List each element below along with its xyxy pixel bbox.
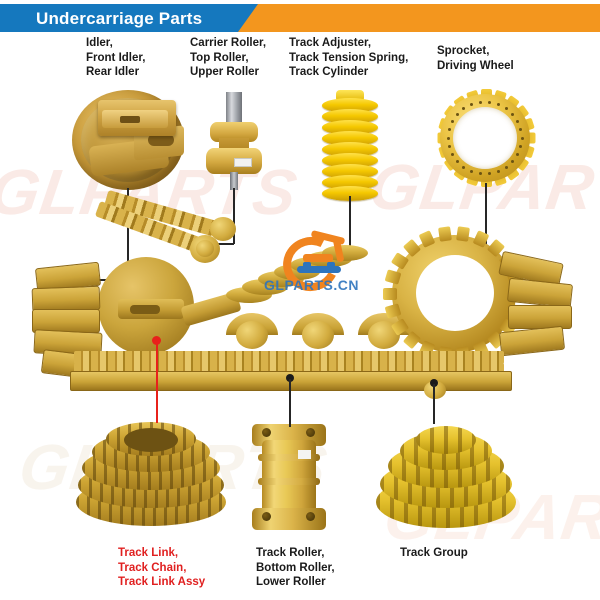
undercarriage-assembly bbox=[30, 189, 580, 399]
leader-dot-track-group bbox=[430, 379, 438, 387]
leader-line-track-adjuster bbox=[349, 196, 351, 254]
assembly-track-link-row bbox=[74, 363, 504, 373]
sprocket-bolt-hole bbox=[487, 100, 491, 104]
sprocket-bolt-hole bbox=[511, 112, 515, 116]
assembly-sprocket-bore bbox=[416, 255, 494, 331]
sprocket-bolt-hole bbox=[519, 127, 523, 131]
assembly-sprocket-tooth bbox=[456, 225, 471, 242]
track-roller-bolt-hole bbox=[306, 428, 315, 437]
sprocket-bolt-hole bbox=[520, 136, 524, 140]
sprocket-bolt-hole bbox=[479, 172, 483, 176]
logo-excavator-icon bbox=[276, 229, 357, 299]
sprocket-bolt-hole bbox=[487, 172, 491, 176]
sprocket-bolt-hole bbox=[462, 166, 466, 170]
assembly-tension-spring bbox=[226, 243, 386, 313]
leader-line-track-roller bbox=[289, 379, 291, 427]
carrier-roller-lower-shaft bbox=[230, 172, 238, 190]
track-chain-core bbox=[124, 428, 178, 452]
carrier-roller-tag bbox=[234, 158, 252, 167]
sprocket-bolt-hole bbox=[446, 136, 450, 140]
part-idler bbox=[72, 90, 184, 190]
carrier-roller-shaft bbox=[226, 92, 242, 126]
label-track-adjuster: Track Adjuster, Track Tension Spring, Tr… bbox=[289, 37, 409, 78]
idler-arm-bore bbox=[148, 134, 174, 146]
part-track-roller bbox=[252, 424, 326, 530]
leader-dot-track-roller bbox=[286, 374, 294, 382]
assembly-track-pad bbox=[506, 277, 574, 309]
idler-slot bbox=[120, 116, 140, 123]
sprocket-bolt-hole bbox=[511, 160, 515, 164]
sprocket-bolt-hole bbox=[447, 145, 451, 149]
part-track-tension-spring bbox=[322, 90, 378, 204]
assembly-track-pad bbox=[498, 325, 566, 357]
label-idler: Idler, Front Idler, Rear Idler bbox=[86, 37, 146, 78]
label-carrier-roller: Carrier Roller, Top Roller, Upper Roller bbox=[190, 37, 267, 78]
sprocket-bolt-hole bbox=[496, 170, 500, 174]
assembly-idler-slot bbox=[130, 305, 160, 314]
leader-line-carrier-roller bbox=[233, 188, 235, 244]
label-track-link: Track Link, Track Chain, Track Link Assy bbox=[118, 547, 206, 588]
assembly-spring-coil bbox=[322, 245, 368, 261]
header-banner: Undercarriage Parts bbox=[0, 4, 600, 32]
leader-line-track-link bbox=[156, 341, 158, 423]
sprocket-bolt-hole bbox=[447, 127, 451, 131]
part-track-chain-coil bbox=[76, 418, 226, 528]
sprocket-bolt-hole bbox=[496, 102, 500, 106]
carrier-roller-upper-flange bbox=[210, 122, 258, 142]
assembly-carrier-roller-hub bbox=[196, 240, 214, 257]
sprocket-bolt-hole bbox=[455, 160, 459, 164]
spring-coil bbox=[322, 186, 378, 201]
track-group-turn bbox=[416, 426, 476, 454]
sprocket-bolt-hole bbox=[516, 119, 520, 123]
logo-track-wheel bbox=[303, 262, 311, 270]
part-track-group-coil bbox=[376, 420, 516, 530]
label-track-group: Track Group bbox=[400, 547, 468, 559]
part-sprocket bbox=[437, 89, 536, 187]
sprocket-bolt-hole bbox=[516, 153, 520, 157]
leader-dot-track-link bbox=[152, 336, 161, 345]
logo-body bbox=[303, 254, 333, 262]
assembly-track-roller bbox=[236, 321, 268, 349]
sprocket-bolt-hole bbox=[450, 119, 454, 123]
sprocket-bolt-hole bbox=[470, 170, 474, 174]
leader-line-track-group bbox=[433, 384, 435, 424]
logo-track bbox=[297, 266, 341, 273]
track-roller-bolt-hole bbox=[262, 428, 271, 437]
banner-blue-stripe bbox=[0, 4, 258, 32]
assembly-carrier-roller bbox=[210, 217, 236, 241]
track-roller-rib bbox=[258, 478, 320, 485]
assembly-sprocket-tooth bbox=[383, 288, 397, 300]
part-carrier-roller bbox=[206, 92, 262, 192]
assembly-sprocket-tooth bbox=[384, 269, 401, 285]
track-roller-tag bbox=[298, 450, 311, 459]
label-track-roller: Track Roller, Bottom Roller, Lower Rolle… bbox=[256, 547, 335, 588]
page-title: Undercarriage Parts bbox=[36, 9, 203, 28]
sprocket-bolt-hole bbox=[455, 112, 459, 116]
assembly-track-pad bbox=[508, 305, 572, 329]
logo-track-wheel bbox=[327, 262, 335, 270]
sprocket-bore bbox=[453, 107, 517, 169]
track-roller-bolt-hole bbox=[262, 512, 271, 521]
leader-line-carrier-roller bbox=[211, 243, 234, 245]
label-sprocket: Sprocket, Driving Wheel bbox=[437, 45, 514, 72]
assembly-idler-small bbox=[424, 381, 446, 399]
track-roller-bolt-hole bbox=[306, 512, 315, 521]
sprocket-bolt-hole bbox=[519, 145, 523, 149]
sprocket-bolt-hole bbox=[462, 106, 466, 110]
track-roller-rib bbox=[258, 454, 320, 461]
assembly-sprocket-tooth bbox=[437, 225, 452, 242]
sprocket-bolt-hole bbox=[470, 102, 474, 106]
logo-text: GLPARTS.CN bbox=[264, 277, 359, 293]
sprocket-bolt-hole bbox=[450, 153, 454, 157]
assembly-track-link-row bbox=[74, 351, 504, 364]
sprocket-bolt-hole bbox=[504, 166, 508, 170]
leader-line-idler bbox=[127, 188, 129, 280]
sprocket-bolt-hole bbox=[479, 100, 483, 104]
sprocket-bolt-hole bbox=[504, 106, 508, 110]
assembly-track-roller bbox=[302, 321, 334, 349]
